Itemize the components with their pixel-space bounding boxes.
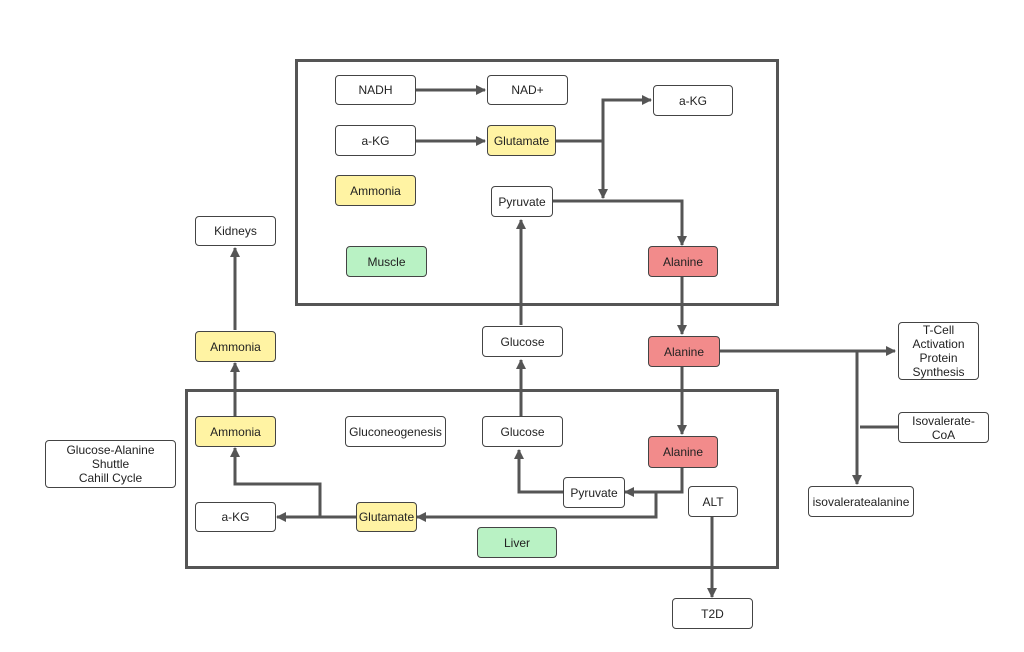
muscle-nadplus-node: NAD+: [487, 75, 568, 105]
muscle-alanine-node: Alanine: [648, 246, 718, 277]
blood-glucose-node: Glucose: [482, 326, 563, 357]
edge-liver-alanine-to-glutamate: [416, 490, 682, 522]
edge-glutamate-to-liver-ammonia: [230, 447, 322, 517]
liver-glucose-node: Glucose: [482, 416, 563, 447]
alt-node: ALT: [688, 486, 738, 517]
tcell-node: T-Cell Activation Protein Synthesis: [898, 322, 979, 380]
edge-pyruvate-to-muscle-alanine: [553, 199, 687, 246]
isovaleratealanine-node: isovaleratealanine: [808, 486, 914, 517]
gluconeogenesis-node: Gluconeogenesis: [345, 416, 446, 447]
muscle-glutamate-node: Glutamate: [487, 125, 556, 156]
muscle-ammonia-node: Ammonia: [335, 175, 416, 206]
muscle-pyruvate-node: Pyruvate: [491, 186, 553, 217]
kidneys-node: Kidneys: [195, 216, 276, 246]
edge-pyruvate-to-liver-glucose: [514, 449, 563, 494]
muscle-compartment: [295, 59, 779, 306]
liver-compartment: [185, 389, 779, 569]
blood-ammonia-node: Ammonia: [195, 331, 276, 362]
liver-alanine-node: Alanine: [648, 436, 718, 468]
liver-akg-node: a-KG: [195, 502, 276, 532]
isovalerate-coa-node: Isovalerate-CoA: [898, 412, 989, 443]
muscle-label-node: Muscle: [346, 246, 427, 277]
cycle-name-node: Glucose-Alanine Shuttle Cahill Cycle: [45, 440, 176, 488]
liver-label-node: Liver: [477, 527, 557, 558]
muscle-akg-top-node: a-KG: [653, 85, 733, 116]
liver-glutamate-node: Glutamate: [356, 502, 417, 532]
blood-alanine-node: Alanine: [648, 336, 720, 367]
t2d-node: T2D: [672, 598, 753, 629]
muscle-nadh-node: NADH: [335, 75, 416, 105]
liver-ammonia-node: Ammonia: [195, 416, 276, 447]
liver-pyruvate-node: Pyruvate: [563, 477, 625, 508]
edge-glutamate-to-akg-top: [556, 95, 652, 143]
muscle-akg-node: a-KG: [335, 125, 416, 156]
